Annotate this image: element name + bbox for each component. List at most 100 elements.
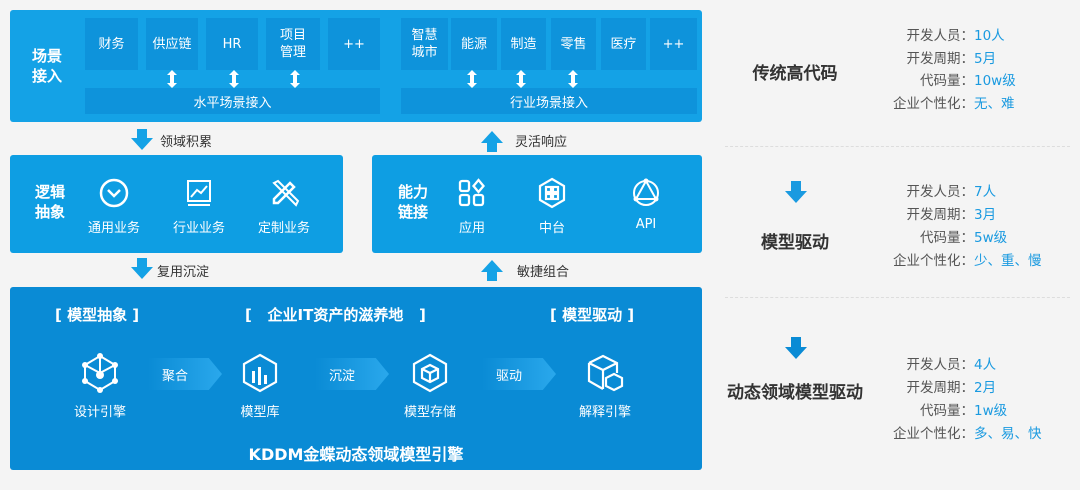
compare-row: 开发人员：7人: [848, 180, 997, 200]
middle-platform-item: 中台: [520, 177, 584, 236]
double-arrow-icon: [516, 70, 526, 88]
ability-link-panel: 能力链接 应用 中台 API: [372, 155, 702, 253]
model-library-item: 模型库: [220, 353, 300, 420]
connector-drive: 驱动: [482, 358, 556, 390]
compare-key: 企业个性化：: [893, 96, 974, 112]
flow-arrows: [131, 129, 503, 281]
compare-key: 企业个性化：: [893, 426, 974, 442]
double-arrow-icon: [568, 70, 578, 88]
compare-key: 开发人员：: [906, 28, 975, 44]
double-arrow-icon: [229, 70, 239, 88]
interpret-engine-item: 解释引擎: [565, 353, 645, 420]
double-arrow-icon: [290, 70, 300, 88]
custom-business-item: 定制业务: [252, 177, 316, 236]
compare-key: 代码量：: [920, 230, 974, 246]
compare-key: 开发周期：: [906, 207, 975, 223]
header-model-driven: [ 模型驱动 ]: [550, 306, 635, 324]
compare-row: 企业个性化：多、易、快: [848, 422, 1042, 442]
apps-grid-icon: [458, 178, 485, 207]
industry-business-item: 行业业务: [167, 177, 231, 236]
flow-label-reuse: 复用沉淀: [157, 265, 210, 280]
line-chart-icon: [187, 180, 211, 206]
compare-title-dynamic-domain: 动态领域模型驱动: [727, 383, 863, 403]
molecule-cube-icon: [82, 353, 118, 393]
app-item: 应用: [440, 177, 504, 236]
flow-label-domain-accumulation: 领域积累: [160, 135, 213, 150]
cell-smart-city: 智慧城市: [401, 18, 448, 70]
cell-medical: 医疗: [601, 18, 646, 70]
compare-value: 少、重、慢: [974, 253, 1042, 269]
chevron-circle-icon: [99, 178, 129, 208]
kddm-engine-panel: [ 模型抽象 ] [ 企业IT资产的滋养地 ] [ 模型驱动 ] 设计引擎 聚合…: [10, 287, 702, 470]
api-network-icon: [633, 178, 659, 206]
compare-row: 代码量：10w级: [848, 69, 1016, 89]
arrow-up-icon: [481, 260, 503, 281]
boxes-icon: [587, 354, 624, 392]
compare-value: 1w级: [974, 403, 1008, 419]
cell-finance: 财务: [85, 18, 138, 70]
compare-row: 企业个性化：少、重、慢: [848, 249, 1042, 269]
compare-key: 开发人员：: [906, 184, 975, 200]
cell-more-industry: ++: [650, 18, 697, 70]
model-storage-item: 模型存储: [390, 353, 470, 420]
industry-access-bar: 行业场景接入: [401, 88, 697, 114]
cell-manufacturing: 制造: [501, 18, 546, 70]
compare-title-traditional: 传统高代码: [752, 64, 838, 84]
compare-row: 开发周期：3月: [848, 203, 997, 223]
ability-link-label: 能力链接: [398, 183, 429, 221]
compare-value: 5w级: [974, 230, 1008, 246]
compare-row: 代码量：1w级: [848, 399, 1007, 419]
hexagon-grid-icon: [538, 177, 566, 209]
double-arrow-icon: [167, 70, 177, 88]
arrow-down-icon: [131, 129, 153, 150]
cell-supply-chain: 供应链: [146, 18, 198, 70]
compare-key: 开发周期：: [906, 380, 975, 396]
compare-key: 企业个性化：: [893, 253, 974, 269]
header-it-asset: [ 企业IT资产的滋养地 ]: [245, 306, 426, 324]
cell-project: 项目管理: [266, 18, 320, 70]
compare-key: 开发周期：: [906, 51, 975, 67]
compare-row: 开发周期：2月: [848, 376, 997, 396]
double-arrow-icon: [467, 70, 477, 88]
header-model-abstraction: [ 模型抽象 ]: [55, 306, 140, 324]
design-engine-item: 设计引擎: [60, 353, 140, 420]
cell-more: ++: [328, 18, 380, 70]
general-business-item: 通用业务: [82, 177, 146, 236]
compare-key: 代码量：: [920, 73, 974, 89]
cell-hr: HR: [206, 18, 258, 70]
divider: [725, 297, 1070, 298]
compare-key: 代码量：: [920, 403, 974, 419]
cell-energy: 能源: [451, 18, 497, 70]
compare-row: 开发人员：10人: [848, 24, 1005, 44]
horizontal-access-bar: 水平场景接入: [85, 88, 380, 114]
arrow-down-icon: [131, 258, 153, 279]
flow-label-agile-combination: 敏捷组合: [517, 265, 570, 280]
connector-aggregate: 聚合: [148, 358, 222, 390]
engine-title: KDDM金蝶动态领域模型引擎: [248, 445, 464, 464]
double-arrow-icons: [167, 70, 578, 88]
compare-value: 10w级: [974, 73, 1016, 89]
compare-key: 开发人员：: [906, 357, 975, 373]
logic-abstraction-label: 逻辑抽象: [35, 183, 66, 221]
scenario-access-label: 场景接入: [32, 47, 63, 85]
cell-retail: 零售: [551, 18, 596, 70]
arrow-down-icon: [785, 337, 807, 359]
arrow-down-icon: [785, 181, 807, 203]
arrow-up-icon: [481, 131, 503, 152]
pencil-ruler-icon: [272, 179, 300, 207]
compare-title-model-driven: 模型驱动: [761, 233, 829, 253]
compare-row: 开发人员：4人: [848, 353, 997, 373]
connector-settle: 沉淀: [315, 358, 389, 390]
compare-value: 无、难: [974, 96, 1015, 112]
storage-cube-icon: [412, 353, 448, 393]
flow-label-flexible-response: 灵活响应: [515, 135, 568, 150]
divider: [725, 146, 1070, 147]
compare-row: 代码量：5w级: [848, 226, 1007, 246]
compare-value: 7人: [974, 184, 997, 200]
compare-row: 开发周期：5月: [848, 47, 997, 67]
compare-value: 4人: [974, 357, 997, 373]
compare-value: 10人: [974, 28, 1005, 44]
api-item: API: [614, 177, 678, 232]
logic-abstraction-panel: 逻辑抽象 通用业务 行业业务 定制业务: [10, 155, 343, 253]
compare-row: 企业个性化：无、难: [848, 92, 1015, 112]
